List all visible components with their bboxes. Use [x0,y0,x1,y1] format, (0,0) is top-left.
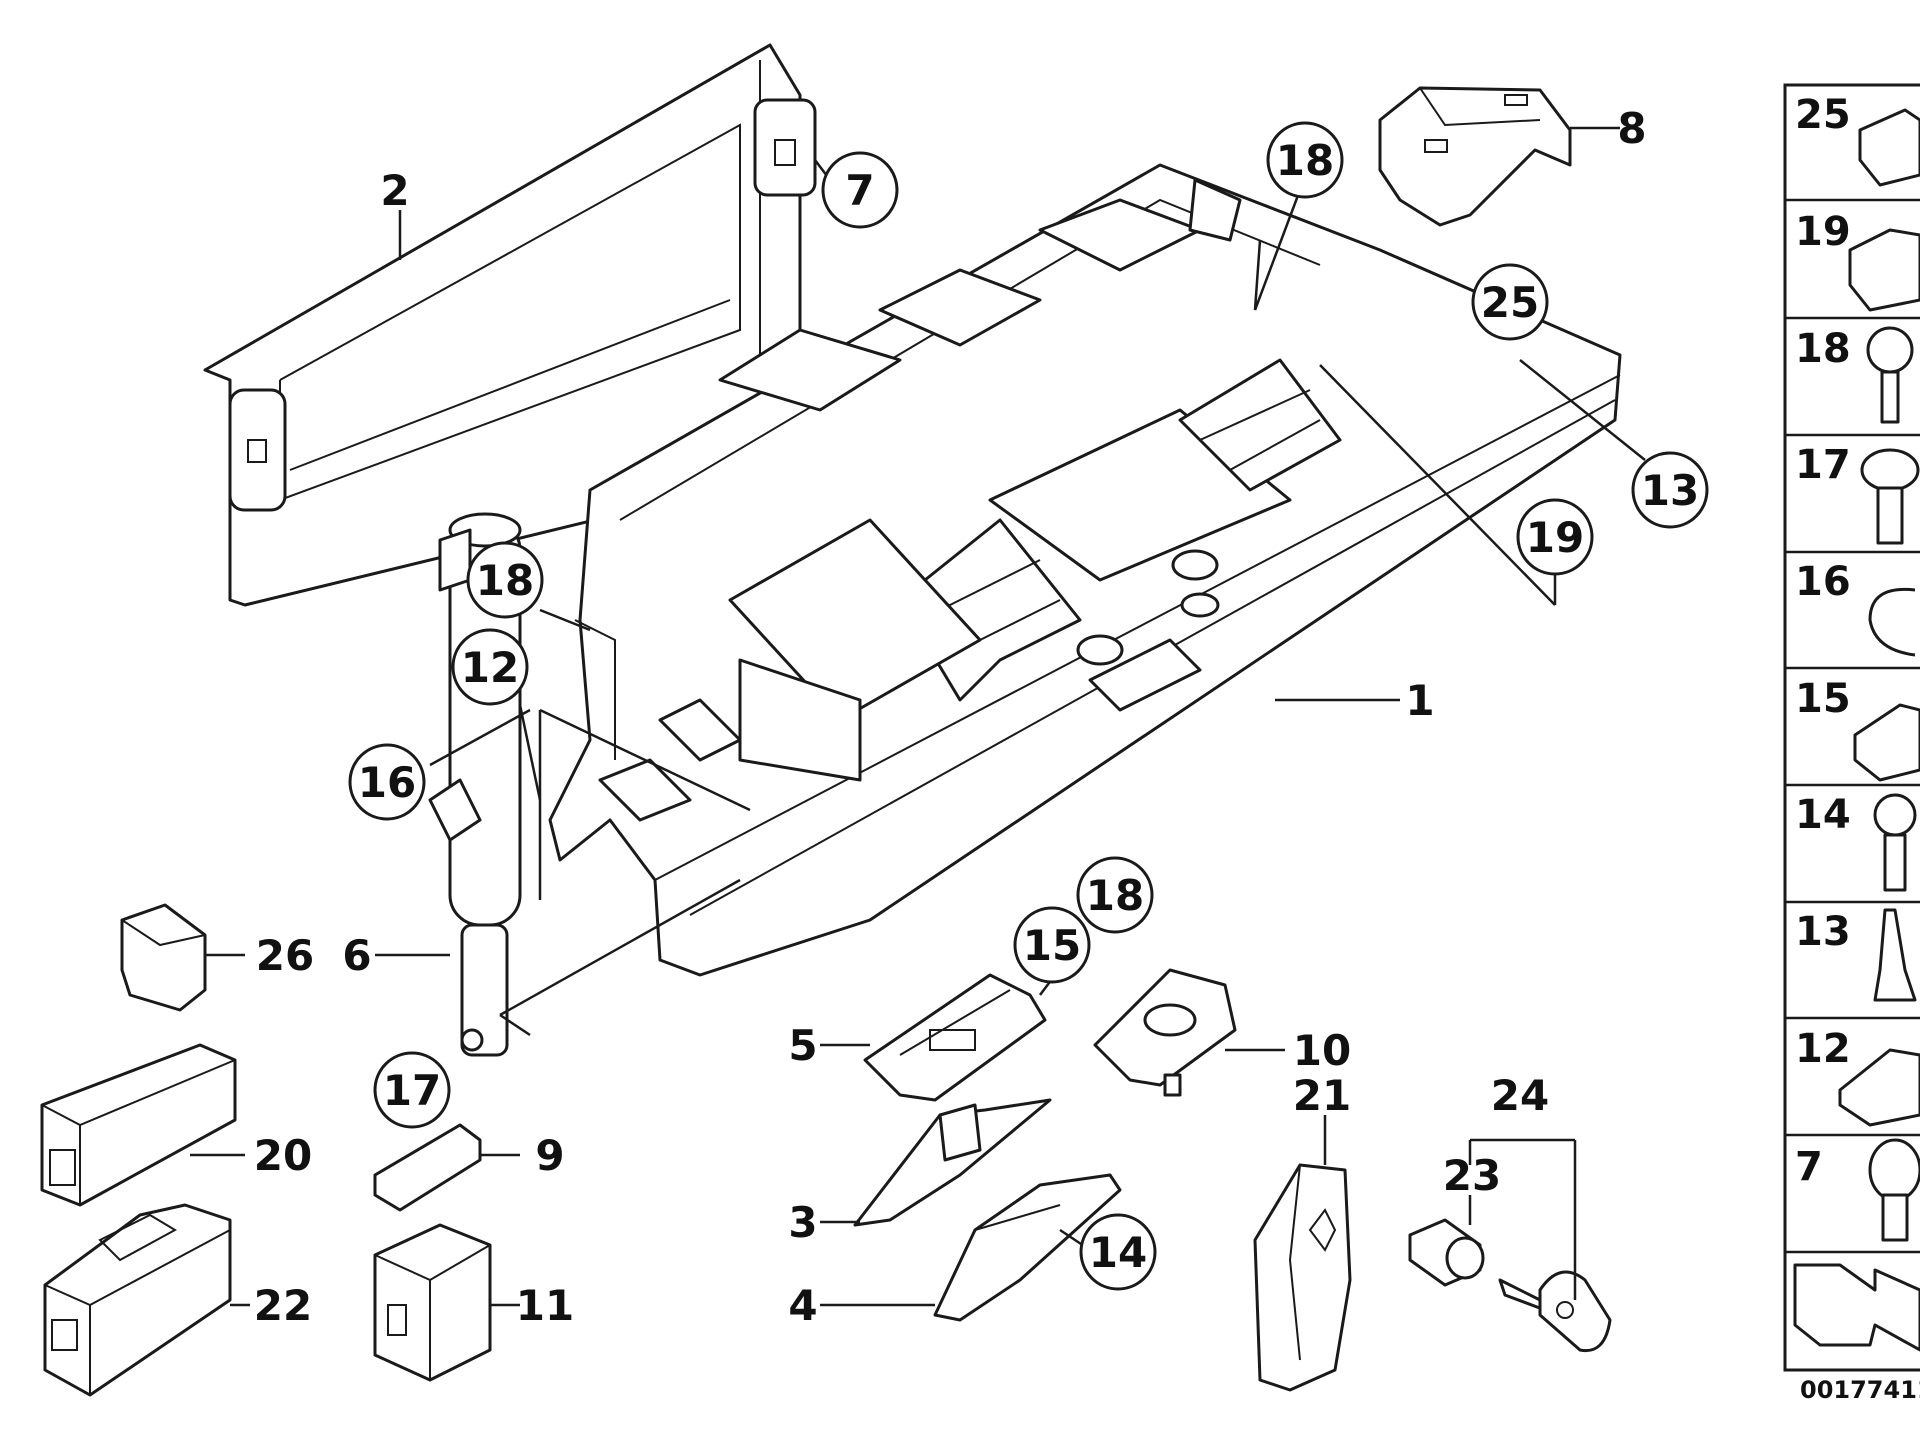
legend-item-13: 13 [1795,909,1851,955]
part-1-glovebox [548,163,1622,977]
part-4 [933,1173,1122,1322]
leader-lines [190,126,1646,1307]
nut-15-sketch [1853,703,1920,782]
part-24-key [1498,1270,1612,1353]
drawing-code: 00177411 [1800,1376,1920,1404]
clip-19-sketch [1848,228,1920,312]
callout-18-top: 18 [1266,121,1344,199]
screw-18-sketch [1866,326,1914,424]
label-26: 26 [256,931,314,980]
legend-item-19: 19 [1795,209,1851,255]
legend-item-14: 14 [1795,792,1851,838]
svg-text:14: 14 [1089,1228,1147,1277]
part-11 [373,1223,492,1382]
label-4: 4 [788,1281,817,1330]
screw-14-sketch [1873,793,1917,892]
callout-7: 7 [821,151,899,229]
part-labels: 2 8 1 26 6 5 10 21 24 23 20 9 3 4 22 11 [254,104,1647,1330]
callout-16: 16 [348,743,426,821]
svg-text:13: 13 [1641,466,1699,515]
part-3 [853,1098,1052,1227]
svg-text:19: 19 [1526,513,1584,562]
label-2: 2 [380,166,409,215]
label-1: 1 [1405,676,1434,725]
svg-text:12: 12 [461,643,519,692]
svg-text:15: 15 [1023,921,1081,970]
label-10: 10 [1293,1026,1351,1075]
label-22: 22 [254,1281,312,1330]
svg-text:18: 18 [476,556,534,605]
legend-item-7: 7 [1795,1144,1823,1190]
label-11: 11 [516,1281,574,1330]
label-23: 23 [1443,1151,1501,1200]
label-3: 3 [788,1198,817,1247]
callout-18-left: 18 [466,541,544,619]
part-22 [43,1203,232,1397]
callout-18-bottom: 18 [1076,856,1154,934]
arrow-symbol-icon [1793,1263,1920,1352]
legend-item-15: 15 [1795,676,1851,722]
callout-13: 13 [1631,451,1709,529]
svg-text:25: 25 [1481,278,1539,327]
pin-13-sketch [1873,908,1917,1002]
part-9 [373,1123,482,1212]
part-26 [120,903,207,1012]
clip-25-sketch [1858,108,1920,187]
svg-text:7: 7 [845,166,874,215]
legend-item-16: 16 [1795,559,1851,605]
callout-15: 15 [1013,906,1091,984]
label-9: 9 [535,1131,564,1180]
legend-item-25: 25 [1795,92,1851,138]
svg-text:16: 16 [358,758,416,807]
label-24: 24 [1491,1071,1549,1120]
legend-item-17: 17 [1795,442,1851,488]
label-20: 20 [254,1131,312,1180]
label-8: 8 [1617,104,1646,153]
callout-17: 17 [373,1051,451,1129]
svg-text:18: 18 [1086,871,1144,920]
part-21-key-fob [1253,1163,1352,1392]
legend-item-18: 18 [1795,326,1851,372]
part-8-cover [1378,86,1572,227]
label-21: 21 [1293,1071,1351,1120]
svg-text:18: 18 [1276,136,1334,185]
part-23-lock-cylinder [1408,1218,1485,1287]
legend-item-12: 12 [1795,1026,1851,1072]
rivet-17-sketch [1860,448,1920,545]
svg-text:17: 17 [383,1066,441,1115]
part-10 [1093,968,1237,1097]
label-6: 6 [342,931,371,980]
callout-25: 25 [1471,263,1549,341]
nut-12-sketch [1838,1048,1920,1127]
part-6-cylinder [428,512,532,1057]
callout-12: 12 [451,628,529,706]
clip-16-sketch [1868,587,1916,657]
fastener-legend: 25 19 18 17 16 15 14 13 12 7 [1783,83,1920,1372]
part-20 [40,1043,237,1207]
rivet-7-sketch [1868,1138,1920,1242]
label-5: 5 [788,1021,817,1070]
callout-19: 19 [1516,498,1594,576]
callout-14: 14 [1079,1213,1157,1291]
part-5 [863,973,1047,1102]
